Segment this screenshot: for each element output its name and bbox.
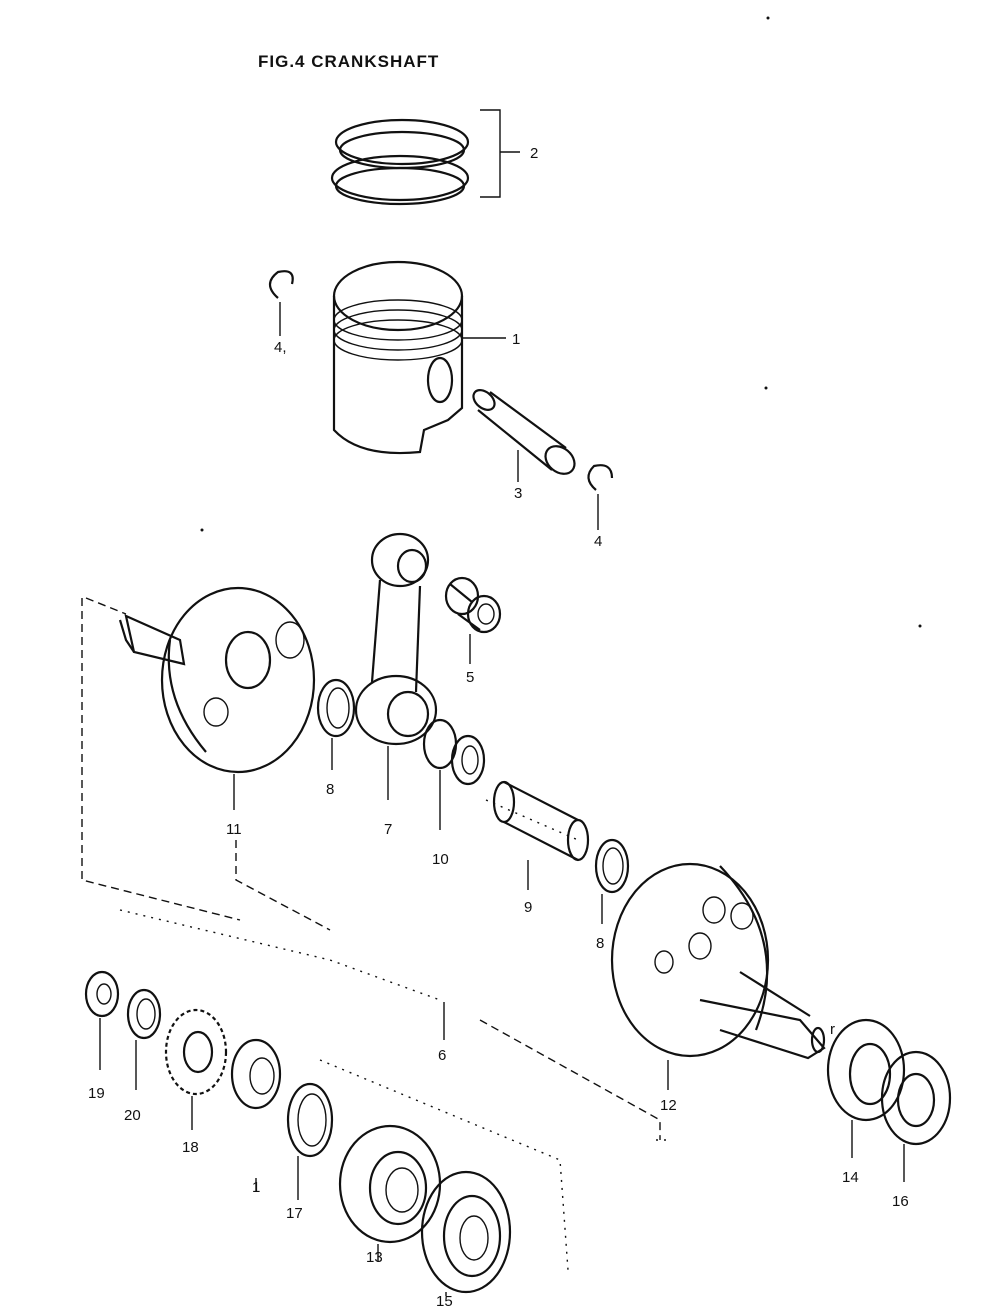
label-13: 13: [366, 1249, 383, 1266]
label-4-right: 4: [594, 533, 602, 550]
right-crank-flywheel: [610, 862, 826, 1090]
connecting-rod: [354, 532, 438, 800]
label-10: 10: [432, 851, 449, 868]
label-1: 1: [512, 331, 520, 348]
speckles: [200, 16, 922, 628]
label-19: 19: [88, 1085, 105, 1102]
label-20: 20: [124, 1107, 141, 1124]
needle-bearing-small-end: [444, 576, 502, 664]
thrust-washers: [316, 678, 630, 924]
figure-title: FIG.4 CRANKSHAFT: [258, 52, 440, 71]
crank-pin: [492, 780, 590, 890]
left-crank-flywheel: [118, 586, 316, 810]
label-11: 11: [226, 821, 242, 838]
needle-bearing-big-end: [422, 718, 486, 830]
piston-rings: [330, 109, 520, 206]
label-9: 9: [524, 899, 532, 916]
label-16: 16: [892, 1193, 909, 1210]
label-8-right: 8: [596, 935, 604, 952]
label-18: 18: [182, 1139, 199, 1156]
label-17: 17: [286, 1205, 303, 1222]
label-8-left: 8: [326, 781, 334, 798]
label-r: r: [830, 1021, 835, 1038]
label-2: 2: [530, 145, 538, 162]
label-14: 14: [842, 1169, 859, 1186]
gear-and-washers: [84, 970, 334, 1200]
piston-pin-clips: [268, 270, 614, 530]
label-12: 12: [660, 1097, 677, 1114]
piston: [332, 260, 506, 455]
crank-bearings-and-seals: [338, 1018, 952, 1296]
assembly-lines: [81, 597, 666, 1271]
label-7: 7: [384, 821, 392, 838]
label-5: 5: [466, 669, 474, 686]
piston-pin: [472, 389, 576, 482]
label-6: 6: [438, 1047, 446, 1064]
part-labels: 1 2 3 4, 4 5 6 7 8 8 9 10 11 12 13 14 15…: [88, 145, 909, 1310]
label-1-key: 1: [252, 1179, 260, 1196]
label-15: 15: [436, 1293, 453, 1307]
label-4-left: 4,: [274, 339, 287, 356]
label-3: 3: [514, 485, 522, 502]
